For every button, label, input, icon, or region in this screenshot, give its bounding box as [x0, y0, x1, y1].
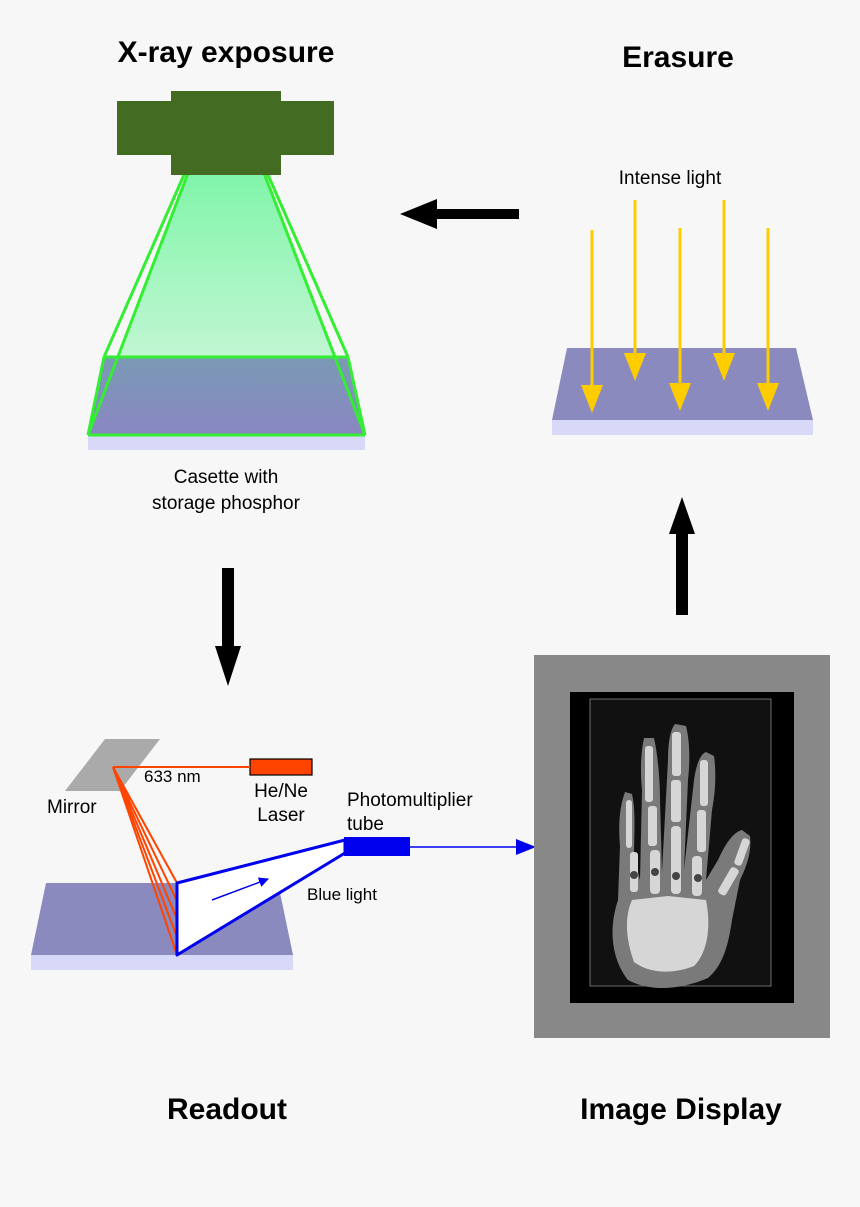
laser-icon	[249, 758, 313, 776]
arrow-display-to-erasure	[669, 497, 695, 615]
erasure-plate-base	[552, 420, 813, 435]
cassette-base	[88, 435, 365, 450]
erasure-panel: Intense light	[552, 168, 813, 435]
beam-outline	[86, 167, 367, 437]
pmt-label-line2: tube	[347, 814, 384, 835]
wavelength-label: 633 nm	[144, 767, 201, 786]
pmt-label-line1: Photomultiplier	[347, 790, 473, 811]
readout-panel: Mirror He/Ne Laser 633 nm Blue light Pho…	[31, 739, 536, 970]
laser-label-line1: He/Ne	[254, 781, 308, 802]
readout-title: Readout	[167, 1093, 287, 1126]
arrow-erasure-to-exposure	[400, 199, 519, 229]
intense-light-rays	[581, 200, 779, 413]
laser-beams	[112, 766, 250, 956]
xray-exposure-panel: Casette with storage phosphor	[86, 91, 367, 514]
photomultiplier-icon	[344, 837, 410, 856]
xray-tube-icon	[117, 91, 334, 175]
blue-light-arrow	[211, 877, 269, 901]
image-display-title: Image Display	[580, 1093, 782, 1126]
readout-plate-base	[31, 955, 293, 970]
mirror-label: Mirror	[47, 797, 97, 818]
blue-light-label: Blue light	[307, 885, 377, 904]
hand-radiograph-icon	[612, 724, 751, 989]
mirror	[65, 739, 160, 791]
arrow-exposure-to-readout	[215, 568, 241, 686]
cassette-plate	[88, 357, 365, 435]
xray-exposure-title: X-ray exposure	[118, 36, 335, 69]
signal-arrow-head	[516, 839, 536, 855]
image-display-panel	[534, 655, 830, 1038]
erasure-title: Erasure	[622, 41, 734, 74]
intense-light-label: Intense light	[619, 168, 722, 189]
laser-label-line2: Laser	[257, 805, 305, 826]
cassette-label-line2: storage phosphor	[152, 493, 301, 514]
cassette-label-line1: Casette with	[174, 467, 279, 488]
